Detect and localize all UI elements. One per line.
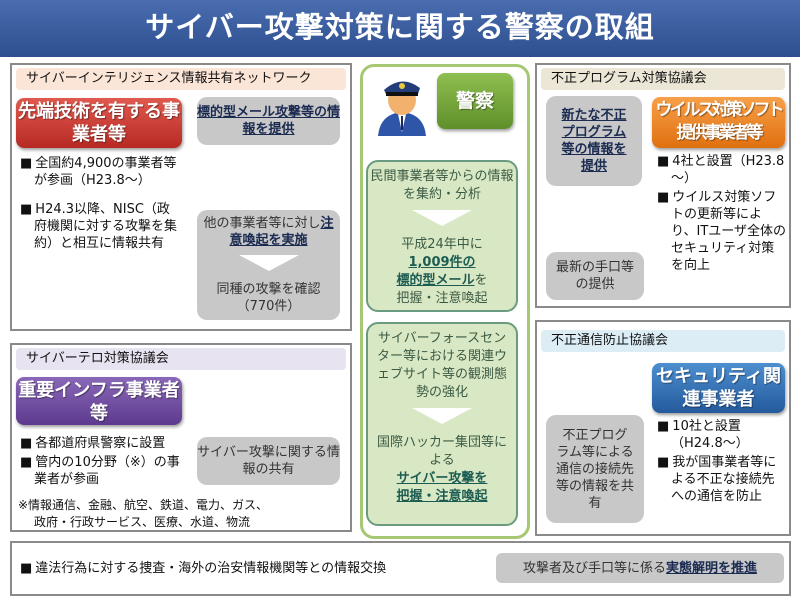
hacker-group-text: 国際ハッカー集団等による (376, 435, 507, 468)
alert-text: 把握・注意喚起 (396, 291, 488, 306)
antivirus-vendor-box: ウイルス対策ソフト 提供事業者等 (652, 97, 785, 148)
page-title: サイバー攻撃対策に関する警察の取組 (0, 0, 800, 57)
new-malware-info-box: 新たな不正プログラム等の情報を提供 (546, 96, 642, 186)
intel-bullets: 全国約4,900の事業者等が参画（H23.8～） H24.3以降、NISC（政府… (20, 155, 180, 254)
police-label-box: 警察 (437, 73, 513, 129)
provide-text: 新たな不正プログラム等の情報を提供 (561, 108, 627, 174)
confirm-text: 同種の攻撃を確認 (216, 282, 321, 297)
bullet-item: 全国約4,900の事業者等が参画（H23.8～） (20, 155, 180, 189)
targeted-mail-text: 標的型メール (396, 273, 475, 288)
terror-bullets: 各都道府県警察に設置 管内の10分野（※）の事業者が参画 (20, 435, 190, 490)
police-officer-icon (378, 81, 426, 136)
alert-box: 他の事業者等に対し注意喚起を実施 同種の攻撃を確認 （770件） (197, 210, 340, 320)
malware-council-header: 不正プログラム対策協議会 (541, 68, 785, 90)
attack-info-share-box: サイバー攻撃に関する情報の共有 (197, 437, 340, 485)
malware-bullets: 4社と設置（H23.8～） ウイルス対策ソフトの更新等により、ITユーザ全体のセ… (657, 153, 787, 276)
cyber-attack-text: サイバー攻撃を (396, 471, 488, 486)
down-arrow-icon (412, 210, 472, 226)
bullet-item: 4社と設置（H23.8～） (657, 153, 787, 187)
bullet-item: 我が国事業者等による不正な接続先への通信を防止 (657, 454, 787, 505)
monitoring-box: サイバーフォースセンター等における関連ウェブサイト等の観測態勢の強化 国際ハッカ… (366, 322, 518, 526)
monitoring-text: サイバーフォースセンター等における関連ウェブサイト等の観測態勢の強化 (376, 331, 507, 400)
illegal-comm-council-header: 不正通信防止協議会 (541, 330, 785, 352)
alert-text: 把握・注意喚起 (396, 489, 488, 504)
result-underlined: 実態解明を推進 (666, 560, 758, 576)
cyber-terror-header: サイバーテロ対策協議会 (16, 348, 346, 370)
advanced-tech-business-box: 先端技術を有する事業者等 (16, 98, 182, 148)
year-text: 平成24年中に (401, 237, 483, 252)
bullet-item: H24.3以降、NISC（政府機関に対する攻撃を集約）と相互に情報共有 (20, 201, 180, 252)
provide-text: 標的型メール攻撃等の情報を提供 (197, 105, 341, 137)
connection-info-share-box: 不正プログラム等による通信の接続先等の情報を共有 (546, 415, 644, 523)
result-pre: 攻撃者及び手口等に係る (522, 560, 666, 576)
particle-text: を (474, 273, 488, 288)
investigation-text: 違法行為に対する捜査・海外の治安情報機関等との情報交換 (20, 560, 386, 579)
alert-underlined: 注意喚起を実施 (229, 216, 334, 248)
latest-methods-box: 最新の手口等の提供 (546, 252, 644, 300)
entity-line: ウイルス対策ソフト (655, 100, 785, 120)
down-arrow-icon (412, 408, 472, 424)
fact-finding-box: 攻撃者及び手口等に係る実態解明を推進 (496, 553, 784, 583)
collect-text: 民間事業者等からの情報を集約・分析 (370, 169, 514, 202)
note-line: ※情報通信、金融、航空、鉄道、電力、ガス、 (18, 498, 269, 512)
confirm-count: （770件） (236, 299, 301, 314)
entity-line: 提供事業者等 (676, 123, 764, 143)
bullet-item: 各都道府県警察に設置 (20, 435, 190, 452)
intel-network-header: サイバーインテリジェンス情報共有ネットワーク (16, 68, 346, 90)
comm-bullets: 10社と設置（H24.8～） 我が国事業者等による不正な接続先への通信を防止 (657, 418, 787, 507)
collect-analyze-box: 民間事業者等からの情報を集約・分析 平成24年中に 1,009件の 標的型メール… (366, 160, 518, 312)
note-line: 政府・行政サービス、医療、水道、物流 (34, 515, 251, 529)
bullet-item: 10社と設置（H24.8～） (657, 418, 787, 452)
bullet-item: ウイルス対策ソフトの更新等により、ITユーザ全体のセキュリティ対策を向上 (657, 189, 787, 274)
alert-pre: 他の事業者等に対し (203, 216, 321, 231)
count-text: 1,009件の (408, 255, 476, 270)
bullet-item: 管内の10分野（※）の事業者が参画 (20, 454, 190, 488)
targeted-mail-info-box: 標的型メール攻撃等の情報を提供 (197, 97, 340, 145)
down-arrow-icon (238, 255, 299, 271)
security-vendor-box: セキュリティ関連事業者 (652, 363, 785, 413)
infrastructure-business-box: 重要インフラ事業者等 (16, 377, 182, 425)
sector-note: ※情報通信、金融、航空、鉄道、電力、ガス、 政府・行政サービス、医療、水道、物流 (18, 497, 268, 531)
bullet-item: 違法行為に対する捜査・海外の治安情報機関等との情報交換 (20, 560, 386, 577)
